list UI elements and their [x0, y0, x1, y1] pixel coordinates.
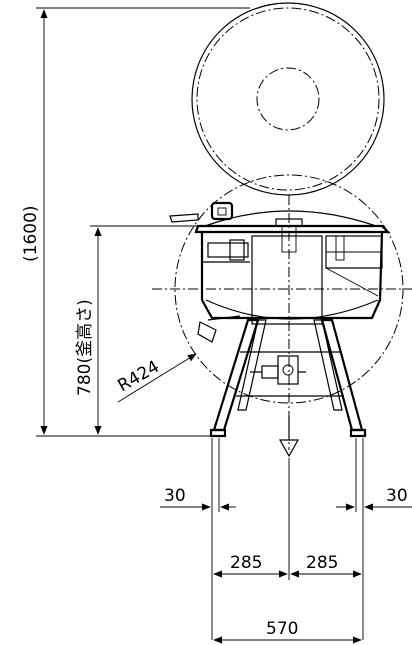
drain-arrow — [278, 416, 300, 458]
radius-label: R424 — [115, 357, 163, 396]
right-half-width-label: 285 — [306, 553, 338, 573]
radius-leader — [117, 353, 197, 403]
pot-height-dimension — [90, 225, 210, 437]
horizontal-extension-lines — [211, 438, 364, 640]
pot-body — [169, 201, 391, 325]
tilted-pot-outline — [191, 2, 385, 196]
left-offset-label: 30 — [164, 486, 186, 506]
overall-height-label: (1600) — [21, 205, 41, 262]
swing-radius-circle — [174, 174, 404, 404]
center-lines — [152, 195, 412, 450]
pot-height-label: 780(釜高さ) — [75, 299, 95, 396]
right-offset-label: 30 — [386, 486, 408, 506]
total-width-label: 570 — [266, 619, 298, 639]
stand-frame — [197, 315, 367, 438]
left-half-width-label: 285 — [230, 553, 262, 573]
